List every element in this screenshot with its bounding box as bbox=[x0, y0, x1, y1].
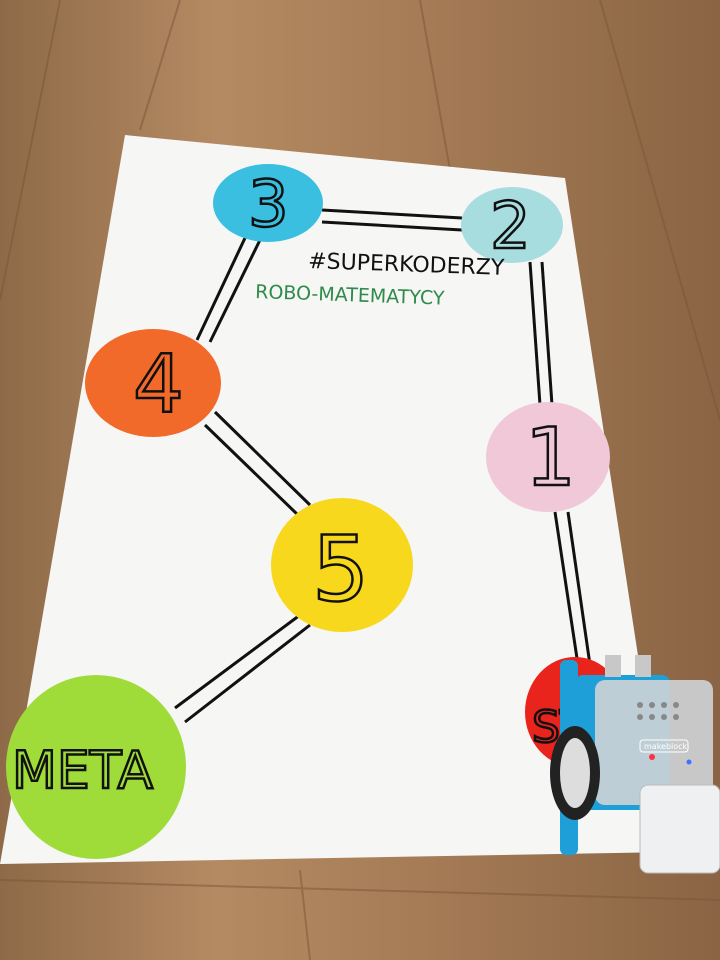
mbot-robot: makeblock bbox=[550, 655, 720, 874]
svg-text:5: 5 bbox=[312, 517, 369, 622]
svg-text:META: META bbox=[12, 741, 153, 801]
svg-text:2: 2 bbox=[490, 190, 531, 264]
station-4: 4 bbox=[85, 329, 221, 437]
station-3: 3 bbox=[213, 164, 323, 243]
brand-label: makeblock bbox=[644, 742, 688, 751]
path-lines bbox=[174, 208, 592, 724]
station-meta: META bbox=[6, 675, 186, 859]
svg-text:1: 1 bbox=[525, 411, 576, 504]
svg-text:4: 4 bbox=[133, 338, 184, 431]
station-1: 1 bbox=[486, 402, 610, 512]
station-5: 5 bbox=[271, 498, 413, 632]
station-2: 2 bbox=[461, 187, 563, 265]
svg-text:3: 3 bbox=[248, 168, 289, 242]
